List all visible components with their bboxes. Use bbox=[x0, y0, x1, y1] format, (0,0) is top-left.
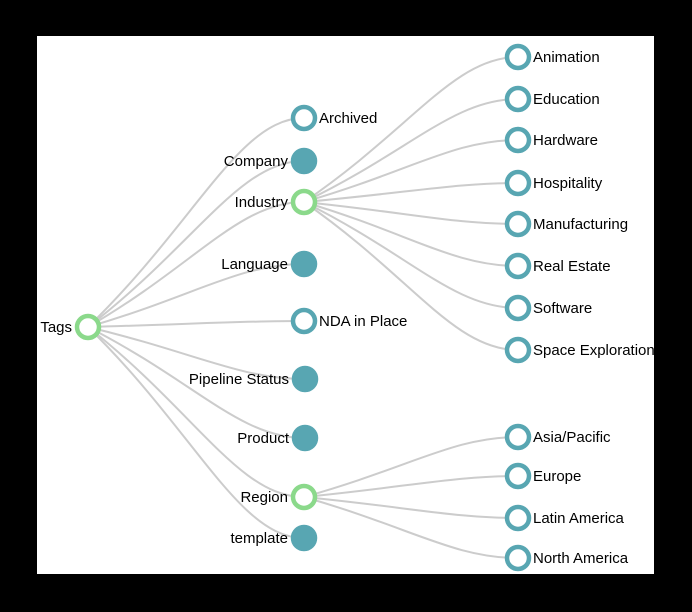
node-circle-europe[interactable] bbox=[504, 462, 532, 490]
node-template: template bbox=[230, 524, 318, 552]
link-tags-pipeline-status bbox=[87, 326, 306, 380]
node-education: Education bbox=[504, 85, 600, 113]
node-circle-latin-america[interactable] bbox=[504, 504, 532, 532]
node-tags: Tags bbox=[40, 313, 102, 341]
link-tags-nda-in-place bbox=[87, 320, 305, 328]
node-circle-tags[interactable] bbox=[74, 313, 102, 341]
link-region-europe bbox=[303, 475, 519, 498]
node-circle-industry[interactable] bbox=[290, 188, 318, 216]
node-circle-manufacturing[interactable] bbox=[504, 210, 532, 238]
link-region-north-america bbox=[303, 496, 519, 559]
node-circle-company[interactable] bbox=[290, 147, 318, 175]
node-circle-software[interactable] bbox=[504, 294, 532, 322]
node-circle-north-america[interactable] bbox=[504, 544, 532, 572]
node-circle-real-estate[interactable] bbox=[504, 252, 532, 280]
link-tags-product bbox=[87, 326, 306, 439]
node-label-hardware: Hardware bbox=[533, 132, 598, 149]
node-circle-template[interactable] bbox=[290, 524, 318, 552]
node-label-software: Software bbox=[533, 300, 592, 317]
link-region-latin-america bbox=[303, 496, 519, 519]
link-tags-language bbox=[87, 263, 305, 328]
node-label-language: Language bbox=[221, 256, 288, 273]
node-label-nda-in-place: NDA in Place bbox=[319, 313, 407, 330]
node-label-product: Product bbox=[237, 430, 290, 447]
node-region: Region bbox=[240, 483, 318, 511]
link-industry-manufacturing bbox=[303, 201, 519, 225]
node-label-education: Education bbox=[533, 91, 600, 108]
node-company: Company bbox=[224, 147, 318, 175]
node-label-archived: Archived bbox=[319, 110, 377, 127]
link-tags-region bbox=[87, 326, 305, 498]
node-label-manufacturing: Manufacturing bbox=[533, 216, 628, 233]
node-circle-asia-pacific[interactable] bbox=[504, 423, 532, 451]
node-label-north-america: North America bbox=[533, 550, 629, 567]
node-label-asia-pacific: Asia/Pacific bbox=[533, 429, 611, 446]
node-circle-pipeline-status[interactable] bbox=[291, 365, 319, 393]
node-circle-hardware[interactable] bbox=[504, 126, 532, 154]
node-label-hospitality: Hospitality bbox=[533, 175, 603, 192]
link-industry-software bbox=[303, 201, 519, 309]
node-label-pipeline-status: Pipeline Status bbox=[189, 371, 289, 388]
node-circle-product[interactable] bbox=[291, 424, 319, 452]
node-label-space-exploration: Space Exploration bbox=[533, 342, 655, 359]
link-tags-industry bbox=[87, 201, 305, 328]
node-europe: Europe bbox=[504, 462, 581, 490]
node-label-company: Company bbox=[224, 153, 289, 170]
node-circle-nda-in-place[interactable] bbox=[290, 307, 318, 335]
node-label-template: template bbox=[230, 530, 288, 547]
node-circle-archived[interactable] bbox=[290, 104, 318, 132]
node-language: Language bbox=[221, 250, 318, 278]
node-circle-education[interactable] bbox=[504, 85, 532, 113]
node-hardware: Hardware bbox=[504, 126, 598, 154]
node-manufacturing: Manufacturing bbox=[504, 210, 628, 238]
node-circle-language[interactable] bbox=[290, 250, 318, 278]
node-label-tags: Tags bbox=[40, 319, 72, 336]
node-asia-pacific: Asia/Pacific bbox=[504, 423, 611, 451]
link-industry-hardware bbox=[303, 139, 519, 203]
node-circle-animation[interactable] bbox=[504, 43, 532, 71]
link-tags-template bbox=[87, 326, 305, 539]
node-latin-america: Latin America bbox=[504, 504, 625, 532]
node-archived: Archived bbox=[290, 104, 377, 132]
node-label-industry: Industry bbox=[235, 194, 289, 211]
links-layer bbox=[87, 56, 519, 559]
link-tags-archived bbox=[87, 117, 305, 328]
link-industry-real-estate bbox=[303, 201, 519, 267]
node-industry: Industry bbox=[235, 188, 318, 216]
node-hospitality: Hospitality bbox=[504, 169, 603, 197]
node-real-estate: Real Estate bbox=[504, 252, 611, 280]
node-circle-space-exploration[interactable] bbox=[504, 336, 532, 364]
link-industry-space-exploration bbox=[303, 201, 519, 351]
node-software: Software bbox=[504, 294, 592, 322]
node-pipeline-status: Pipeline Status bbox=[189, 365, 319, 393]
node-label-region: Region bbox=[240, 489, 288, 506]
node-label-europe: Europe bbox=[533, 468, 581, 485]
node-label-real-estate: Real Estate bbox=[533, 258, 611, 275]
node-circle-region[interactable] bbox=[290, 483, 318, 511]
link-industry-education bbox=[303, 98, 519, 203]
link-region-asia-pacific bbox=[303, 436, 519, 498]
node-north-america: North America bbox=[504, 544, 629, 572]
node-nda-in-place: NDA in Place bbox=[290, 307, 407, 335]
node-label-latin-america: Latin America bbox=[533, 510, 625, 527]
node-animation: Animation bbox=[504, 43, 600, 71]
link-tags-company bbox=[87, 160, 305, 328]
link-industry-animation bbox=[303, 56, 519, 203]
node-space-exploration: Space Exploration bbox=[504, 336, 655, 364]
node-label-animation: Animation bbox=[533, 49, 600, 66]
node-circle-hospitality[interactable] bbox=[504, 169, 532, 197]
node-product: Product bbox=[237, 424, 319, 452]
link-industry-hospitality bbox=[303, 182, 519, 203]
